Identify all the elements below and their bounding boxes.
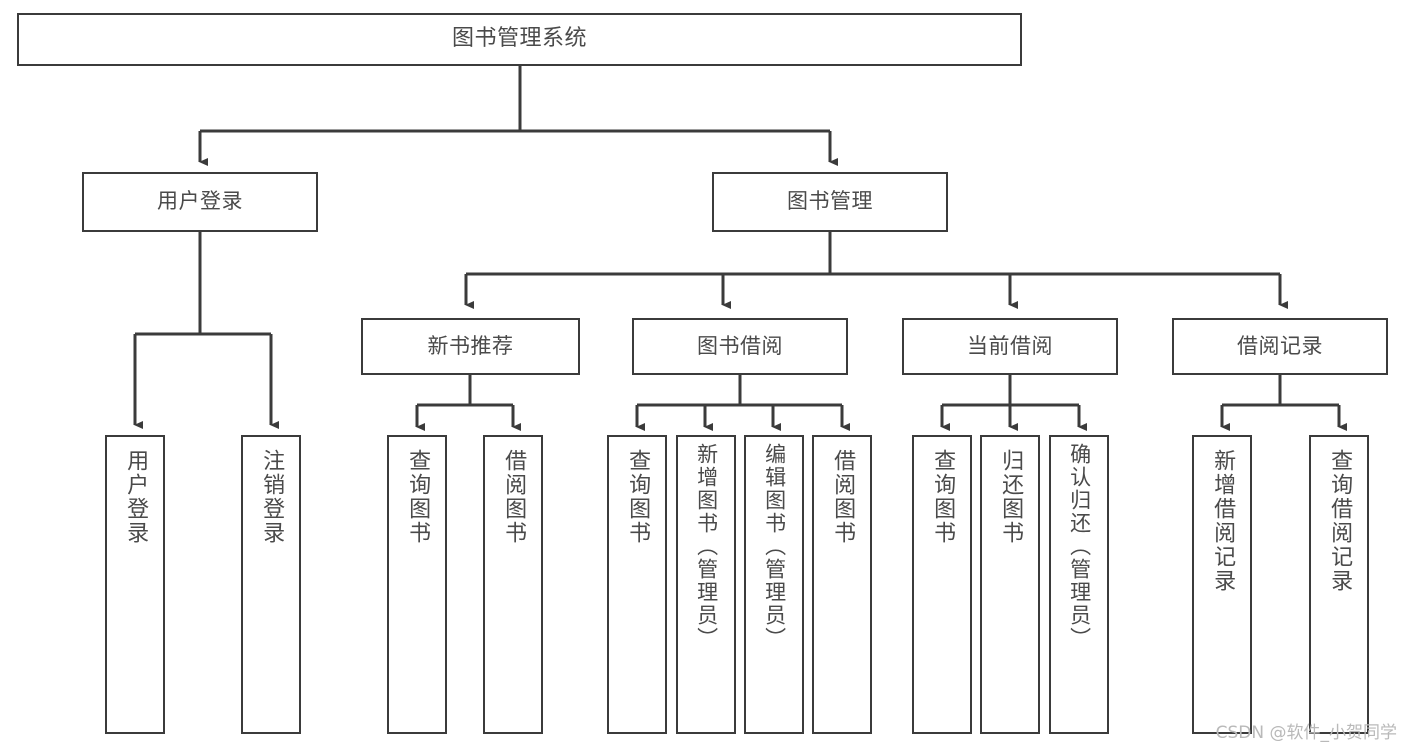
node-borrow-record[interactable]: 借阅记录 <box>1172 318 1388 375</box>
node-user-login[interactable]: 用户登录 <box>82 172 318 232</box>
node-label: 编辑图书（管理员） <box>762 443 787 650</box>
node-label: 用户登录 <box>123 449 149 545</box>
node-root-system[interactable]: 图书管理系统 <box>17 13 1022 66</box>
leaf-add-book[interactable]: 新增图书（管理员） <box>676 435 736 734</box>
node-label: 查询图书 <box>930 449 956 545</box>
connector-group-borrow-record <box>1220 375 1347 431</box>
node-label: 当前借阅 <box>967 333 1053 358</box>
node-new-book-recommend[interactable]: 新书推荐 <box>361 318 580 375</box>
node-label: 图书管理系统 <box>451 26 587 52</box>
node-label: 查询借阅记录 <box>1327 449 1353 593</box>
connector-group-new-book-recommend <box>415 375 521 431</box>
connector-group-book-manage <box>464 232 1288 309</box>
connector-group-book-borrow <box>635 375 850 431</box>
leaf-query-book-1[interactable]: 查询图书 <box>387 435 447 734</box>
node-book-manage[interactable]: 图书管理 <box>712 172 948 232</box>
node-label: 新增图书（管理员） <box>694 443 719 650</box>
leaf-confirm-return[interactable]: 确认归还（管理员） <box>1049 435 1109 734</box>
leaf-query-book-2[interactable]: 查询图书 <box>607 435 667 734</box>
connector-group-user-login <box>133 232 279 429</box>
connector-group-root <box>198 66 838 166</box>
node-label: 用户登录 <box>157 189 243 214</box>
leaf-query-book-3[interactable]: 查询图书 <box>912 435 972 734</box>
leaf-add-record[interactable]: 新增借阅记录 <box>1192 435 1252 734</box>
leaf-borrow-book-2[interactable]: 借阅图书 <box>812 435 872 734</box>
leaf-query-record[interactable]: 查询借阅记录 <box>1309 435 1369 734</box>
node-label: 归还图书 <box>998 449 1024 545</box>
node-label: 借阅图书 <box>501 449 527 545</box>
node-label: 查询图书 <box>405 449 431 545</box>
node-label: 新增借阅记录 <box>1210 449 1236 593</box>
node-current-borrow[interactable]: 当前借阅 <box>902 318 1118 375</box>
node-label: 新书推荐 <box>427 333 514 358</box>
node-label: 查询图书 <box>625 449 651 545</box>
node-label: 图书借阅 <box>697 333 783 358</box>
connector-group-current-borrow <box>940 375 1087 431</box>
node-book-borrow[interactable]: 图书借阅 <box>632 318 848 375</box>
node-label: 借阅图书 <box>830 449 856 545</box>
node-label: 确认归还（管理员） <box>1067 443 1092 650</box>
leaf-edit-book[interactable]: 编辑图书（管理员） <box>744 435 804 734</box>
node-label: 借阅记录 <box>1237 333 1323 358</box>
node-label: 图书管理 <box>787 189 873 214</box>
leaf-return-book[interactable]: 归还图书 <box>980 435 1040 734</box>
leaf-logout-login[interactable]: 注销登录 <box>241 435 301 734</box>
leaf-borrow-book-1[interactable]: 借阅图书 <box>483 435 543 734</box>
leaf-user-login[interactable]: 用户登录 <box>105 435 165 734</box>
node-label: 注销登录 <box>259 449 285 545</box>
